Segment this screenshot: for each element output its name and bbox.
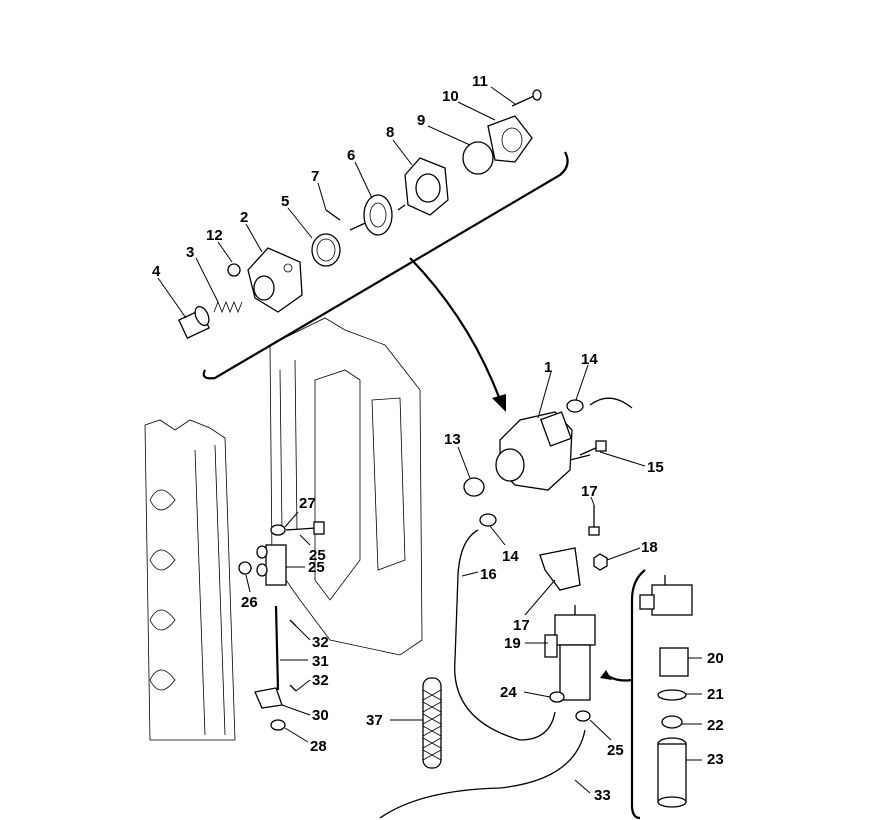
part-15-bolt [579, 440, 607, 456]
callout-32-lower: 32 [312, 672, 329, 689]
callout-37: 37 [366, 712, 383, 729]
part-30-fitting [254, 687, 283, 709]
callout-10: 10 [442, 88, 459, 105]
callout-30: 30 [312, 707, 329, 724]
part-29-washer-upper [270, 524, 286, 536]
part-28-cap [238, 561, 252, 575]
part-17-bracket [539, 547, 581, 591]
part-24-filter-cup [657, 737, 687, 808]
part-22-o-ring [657, 689, 687, 701]
callout-27: 25 [309, 547, 326, 564]
callout-12: 12 [206, 227, 223, 244]
callout-22: 21 [707, 686, 724, 703]
callout-28: 26 [241, 594, 258, 611]
callout-3: 3 [186, 244, 194, 261]
part-3-spring [213, 300, 243, 314]
part-29-washer-lower [270, 719, 286, 731]
part-25-clamp-left [549, 691, 565, 703]
callout-6: 6 [347, 147, 355, 164]
callout-14-upper: 14 [581, 351, 598, 368]
callout-29-lower: 28 [310, 738, 327, 755]
callout-5: 5 [281, 193, 289, 210]
callout-18: 17 [581, 483, 598, 500]
inset-arrow-head [600, 670, 612, 680]
callout-32-upper: 32 [312, 634, 329, 651]
inset-filter-top [639, 575, 693, 616]
callout-7: 7 [311, 168, 319, 185]
part-19-nut [593, 553, 608, 571]
part-2-housing [247, 247, 303, 313]
part-23-ring [661, 715, 683, 729]
part-4-sleeve [178, 305, 210, 339]
callout-23: 22 [707, 717, 724, 734]
part-26-joint [256, 544, 287, 586]
callout-15: 15 [647, 459, 664, 476]
callout-24: 23 [707, 751, 724, 768]
part-32-plug-upper [289, 619, 297, 627]
cylinder-block-center [269, 317, 423, 656]
leader-lines [157, 86, 702, 794]
assembly-arrow-head [492, 394, 506, 412]
callout-11: 11 [472, 73, 488, 90]
callout-2: 2 [240, 209, 248, 226]
part-6-diaphragm [349, 194, 393, 236]
part-13-o-ring [463, 477, 485, 497]
part-9-gasket [462, 141, 494, 175]
callout-1: 1 [544, 359, 552, 376]
part-25-clamp-right [575, 710, 591, 722]
exploded-view-bracket [202, 151, 569, 380]
callout-33: 33 [594, 787, 611, 804]
part-8-body [397, 157, 449, 216]
callout-19: 18 [641, 539, 658, 556]
part-33-hose [379, 729, 586, 819]
callout-9: 9 [417, 112, 425, 129]
callout-16: 16 [480, 566, 497, 583]
callout-4: 4 [152, 263, 161, 280]
part-5-spring [311, 233, 341, 267]
assembly-arrow [409, 257, 502, 401]
callout-21: 20 [707, 650, 724, 667]
callout-25-left: 24 [500, 684, 517, 701]
callout-17: 17 [513, 617, 530, 634]
part-7-pin [325, 209, 341, 221]
part-18-bolt [588, 505, 600, 536]
part-12-nut [227, 263, 241, 277]
callout-13: 13 [444, 431, 461, 448]
callout-29-upper: 27 [299, 495, 316, 512]
part-16-hose [454, 529, 556, 741]
part-31-pipe [274, 605, 280, 691]
part-10-cover [487, 115, 533, 163]
part-14-clamp-upper [566, 399, 584, 413]
fuel-hose-upper [589, 397, 633, 409]
cylinder-head-left [144, 419, 236, 741]
inset-bracket [630, 569, 646, 820]
callout-31: 31 [312, 653, 329, 670]
part-20-fuel-filter [544, 605, 596, 701]
callout-8: 8 [386, 124, 394, 141]
part-1-fuel-pump [495, 411, 591, 491]
callout-14-lower: 14 [502, 548, 519, 565]
part-32-plug-lower [289, 684, 297, 692]
part-11-screw [511, 89, 542, 107]
part-21-element [659, 647, 689, 677]
part-14-clamp-lower [479, 513, 497, 527]
part-37-protector-sleeve [422, 677, 442, 769]
callout-25-right: 25 [607, 742, 624, 759]
callout-26: 25 [308, 559, 325, 576]
part-27-bolt [285, 521, 325, 535]
callout-20: 19 [504, 635, 521, 652]
